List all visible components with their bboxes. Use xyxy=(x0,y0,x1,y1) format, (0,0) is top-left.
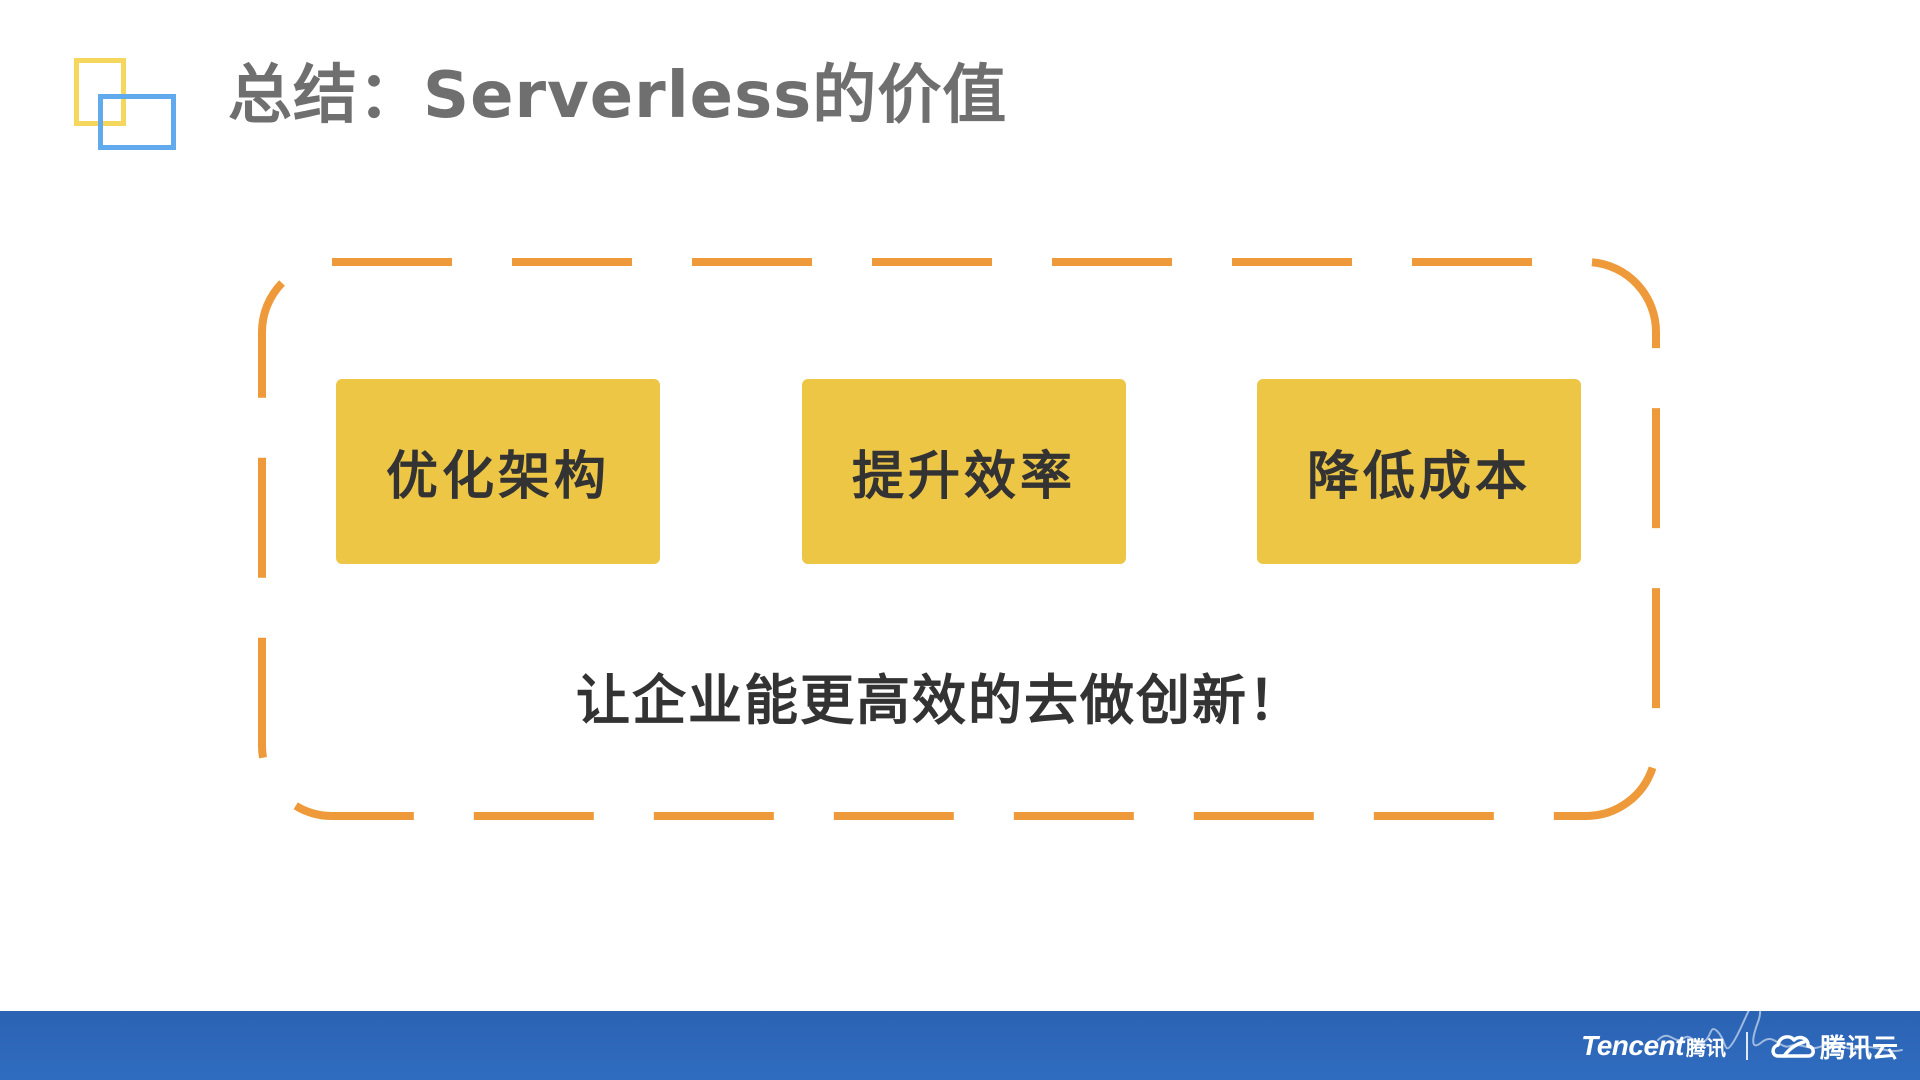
title-logo-icon xyxy=(74,58,180,154)
value-card-optimize-architecture: 优化架构 xyxy=(336,379,660,564)
tencent-cloud-icon xyxy=(1771,1035,1815,1058)
logo-square-blue xyxy=(98,94,176,150)
page-title: 总结：Serverless的价值 xyxy=(228,59,1008,133)
signature-mark xyxy=(1657,1002,1903,1052)
footer-bar: Tencent 腾讯 腾讯云 xyxy=(0,1011,1920,1080)
brand-separator xyxy=(1745,1032,1748,1060)
dashed-frame xyxy=(258,258,1660,820)
value-card-reduce-cost: 降低成本 xyxy=(1257,379,1581,564)
slogan-text: 让企业能更高效的去做创新！ xyxy=(576,669,1304,732)
value-card-improve-efficiency: 提升效率 xyxy=(802,379,1126,564)
